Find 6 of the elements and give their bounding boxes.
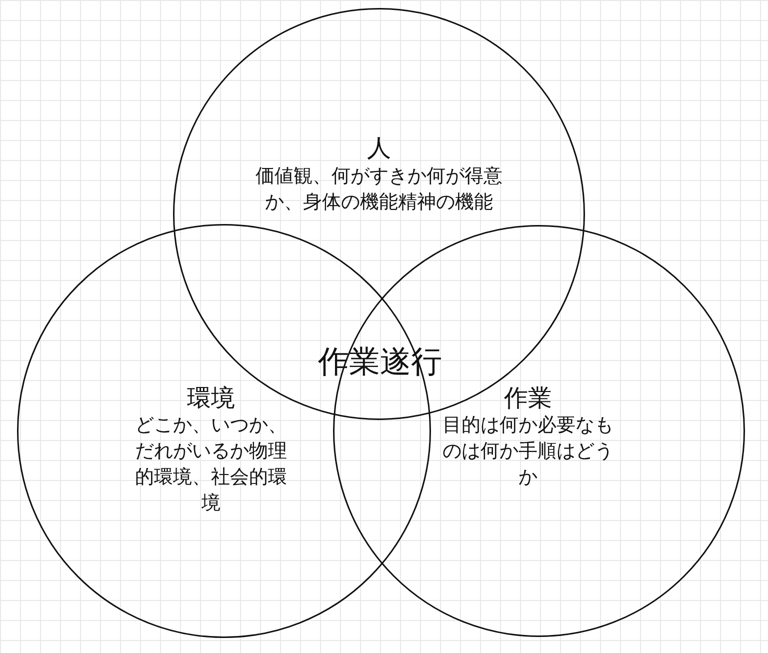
circle-heading: 環境 [186, 384, 236, 412]
circle-text: どこか、いつか、だれがいるか物理的環境、社会的環境 [134, 413, 288, 516]
circle-text: 目的は何か必要なものは何か手順はどうか [442, 413, 614, 490]
circle-text: 価値観、何がすきか何が得意か、身体の機能精神の機能 [254, 164, 504, 215]
circle-heading: 作業 [503, 384, 553, 412]
circle-heading: 人 [366, 134, 392, 162]
